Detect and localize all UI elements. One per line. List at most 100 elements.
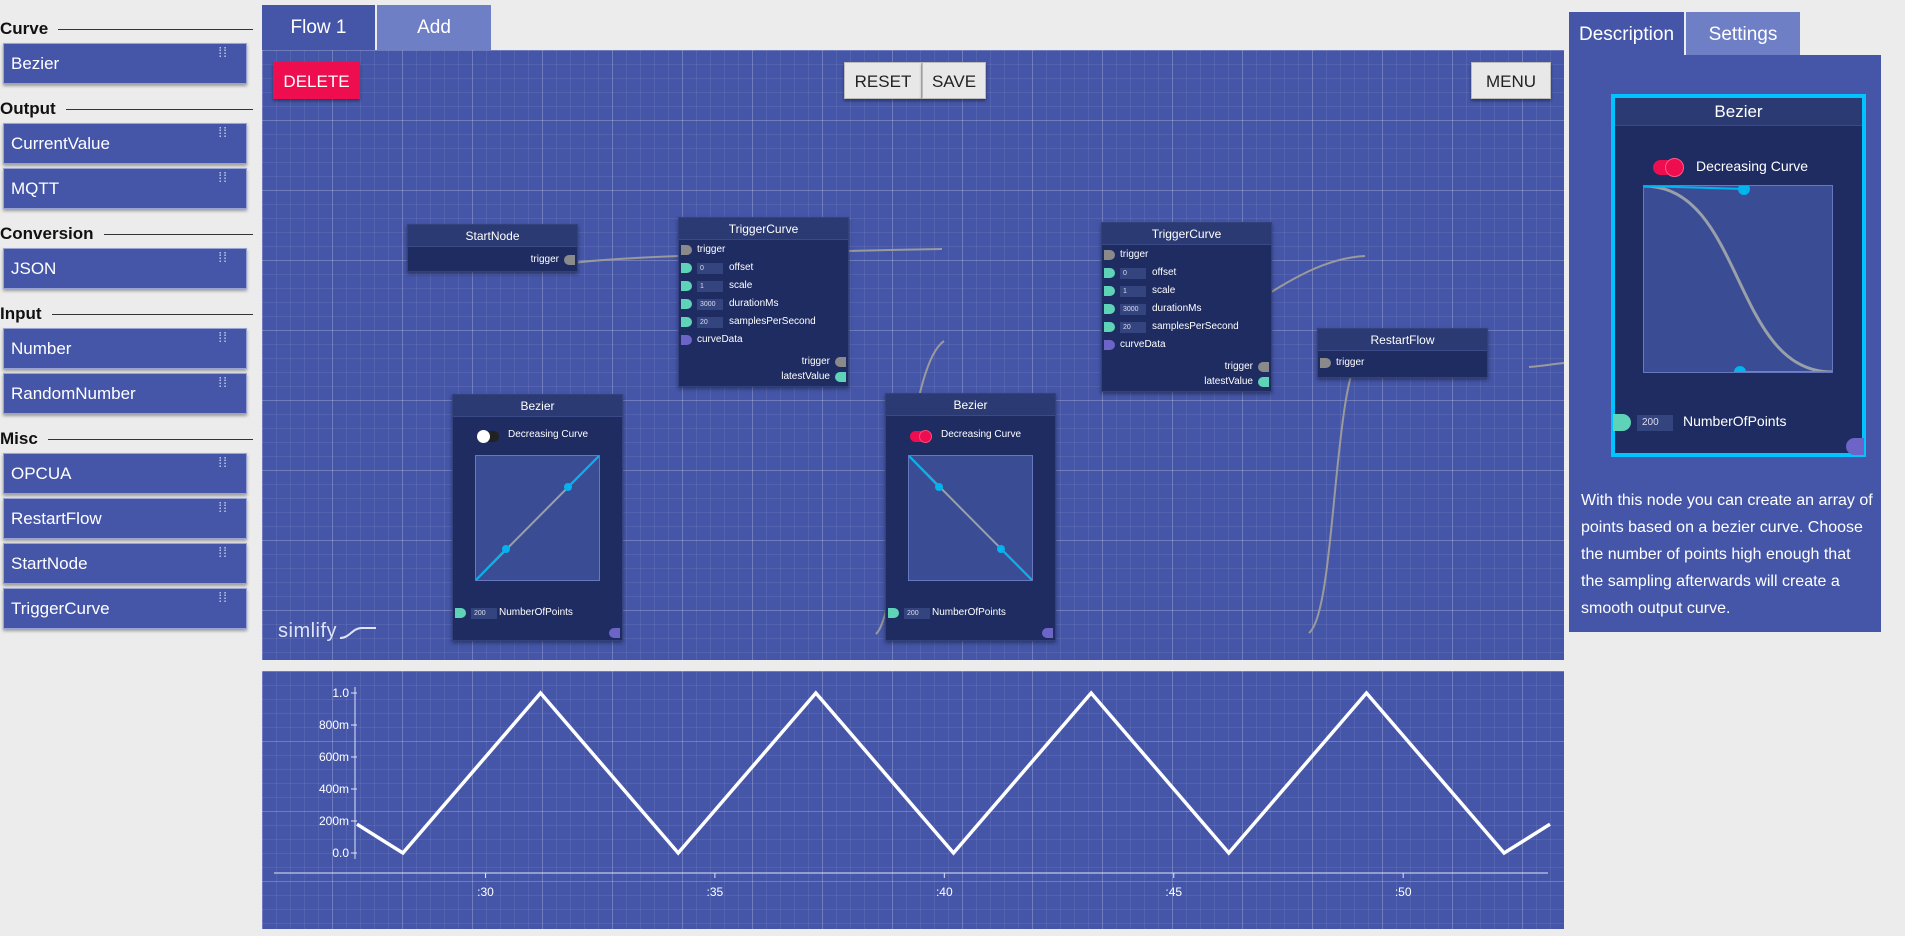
input-port-icon[interactable]	[1104, 268, 1115, 278]
palette-item-mqtt[interactable]: MQTT⁞⁞	[3, 168, 247, 209]
category-input: Input	[0, 303, 255, 325]
duration-input[interactable]: 3000	[697, 299, 723, 310]
input-port-icon[interactable]	[1104, 286, 1115, 296]
decreasing-curve-toggle[interactable]	[910, 430, 932, 443]
drag-handle-icon[interactable]: ⁞⁞	[218, 454, 228, 470]
port-label: trigger	[1120, 249, 1149, 260]
input-port-icon[interactable]	[681, 335, 692, 345]
tab-add[interactable]: Add	[377, 5, 491, 50]
palette-item-json[interactable]: JSON⁞⁞	[3, 248, 247, 289]
reset-button[interactable]: RESET	[844, 62, 922, 99]
port-label: latestValue	[781, 371, 830, 382]
samples-input[interactable]: 20	[1120, 322, 1146, 333]
drag-handle-icon[interactable]: ⁞⁞	[218, 544, 228, 560]
palette-item-startnode[interactable]: StartNode⁞⁞	[3, 543, 247, 584]
node-preview-bezier: Bezier Decreasing Curve 200 NumberOfPoin…	[1611, 94, 1866, 457]
drag-handle-icon[interactable]: ⁞⁞	[218, 374, 228, 390]
x-tick-label: :45	[1165, 885, 1182, 899]
palette-item-restartflow[interactable]: RestartFlow⁞⁞	[3, 498, 247, 539]
drag-handle-icon[interactable]: ⁞⁞	[218, 44, 228, 60]
x-tick-label: :35	[707, 885, 724, 899]
node-bezier-2[interactable]: Bezier Decreasing Curve 200 NumberOfPoin…	[885, 393, 1056, 641]
output-port-icon[interactable]	[609, 628, 620, 638]
output-port-icon[interactable]	[1258, 362, 1269, 372]
offset-input[interactable]: 0	[1120, 268, 1146, 279]
input-port-icon[interactable]	[681, 299, 692, 309]
offset-input[interactable]: 0	[697, 263, 723, 274]
node-startnode[interactable]: StartNode trigger	[407, 224, 578, 272]
delete-button[interactable]: DELETE	[273, 62, 360, 99]
drag-handle-icon[interactable]: ⁞⁞	[218, 169, 228, 185]
bezier-curve-preview	[1643, 183, 1833, 378]
input-port-icon[interactable]	[681, 245, 692, 255]
port-label: durationMs	[1152, 303, 1202, 314]
input-port-icon[interactable]	[1104, 304, 1115, 314]
output-port-icon[interactable]	[835, 372, 846, 382]
drag-handle-icon[interactable]: ⁞⁞	[218, 249, 228, 265]
input-port-icon[interactable]	[455, 608, 466, 618]
drag-handle-icon[interactable]: ⁞⁞	[218, 499, 228, 515]
drag-handle-icon[interactable]: ⁞⁞	[218, 329, 228, 345]
decreasing-curve-toggle[interactable]	[477, 430, 499, 443]
port-label: trigger	[530, 254, 559, 265]
output-port-icon[interactable]	[1258, 377, 1269, 387]
samples-input[interactable]: 20	[697, 317, 723, 328]
output-port-icon[interactable]	[835, 357, 846, 367]
node-title: StartNode	[408, 225, 577, 247]
menu-button[interactable]: MENU	[1471, 62, 1551, 99]
number-of-points-input: 200	[1637, 415, 1673, 431]
duration-input[interactable]: 3000	[1120, 304, 1146, 315]
category-output: Output	[0, 98, 255, 120]
y-tick-label: 400m	[319, 782, 349, 796]
output-port-icon[interactable]	[564, 255, 575, 265]
port-label: trigger	[801, 356, 830, 367]
palette-item-opcua[interactable]: OPCUA⁞⁞	[3, 453, 247, 494]
input-port-icon[interactable]	[1104, 322, 1115, 332]
port-label: NumberOfPoints	[1683, 413, 1787, 429]
flow-canvas[interactable]: DELETE RESET SAVE MENU StartNode trigger…	[262, 50, 1564, 660]
input-port-icon[interactable]	[1104, 250, 1115, 260]
number-of-points-input[interactable]: 200	[471, 608, 497, 619]
node-restartflow[interactable]: RestartFlow trigger	[1317, 328, 1488, 378]
drag-handle-icon[interactable]: ⁞⁞	[218, 589, 228, 605]
port-label: trigger	[1224, 361, 1253, 372]
node-bezier-1[interactable]: Bezier Decreasing Curve 200 NumberOfPoin…	[452, 394, 623, 641]
scale-input[interactable]: 1	[697, 281, 723, 292]
port-row: 3000 durationMs	[1102, 300, 1271, 318]
input-port-icon[interactable]	[681, 317, 692, 327]
bezier-curve-editor[interactable]	[475, 455, 600, 581]
input-port-icon[interactable]	[1104, 340, 1115, 350]
node-title: TriggerCurve	[1102, 223, 1271, 245]
port-row: trigger	[1102, 358, 1271, 376]
input-port-icon[interactable]	[681, 281, 692, 291]
palette-item-randomnumber[interactable]: RandomNumber⁞⁞	[3, 373, 247, 414]
save-button[interactable]: SAVE	[922, 62, 986, 99]
palette-item-currentvalue[interactable]: CurrentValue⁞⁞	[3, 123, 247, 164]
palette-item-triggercurve[interactable]: TriggerCurve⁞⁞	[3, 588, 247, 629]
description-panel: Bezier Decreasing Curve 200 NumberOfPoin…	[1569, 55, 1881, 632]
number-of-points-input[interactable]: 200	[904, 608, 930, 619]
palette-item-number[interactable]: Number⁞⁞	[3, 328, 247, 369]
port-row: curveData	[679, 331, 848, 349]
decreasing-curve-toggle[interactable]	[1653, 158, 1684, 177]
tab-description[interactable]: Description	[1569, 12, 1684, 57]
input-port-icon	[1613, 414, 1631, 431]
input-port-icon[interactable]	[888, 608, 899, 618]
input-port-icon[interactable]	[1320, 358, 1331, 368]
tab-flow-1[interactable]: Flow 1	[262, 5, 375, 50]
drag-handle-icon[interactable]: ⁞⁞	[218, 124, 228, 140]
logo-mark-icon	[340, 627, 376, 639]
palette-item-bezier[interactable]: Bezier⁞⁞	[3, 43, 247, 84]
y-tick-label: 1.0	[332, 686, 349, 700]
bezier-curve-editor[interactable]	[908, 455, 1033, 581]
tab-settings[interactable]: Settings	[1686, 12, 1800, 57]
scale-input[interactable]: 1	[1120, 286, 1146, 297]
toggle-label: Decreasing Curve	[508, 429, 589, 440]
port-label: latestValue	[1204, 376, 1253, 387]
port-row: curveData	[1102, 336, 1271, 354]
output-port-icon[interactable]	[1042, 628, 1053, 638]
input-port-icon[interactable]	[681, 263, 692, 273]
